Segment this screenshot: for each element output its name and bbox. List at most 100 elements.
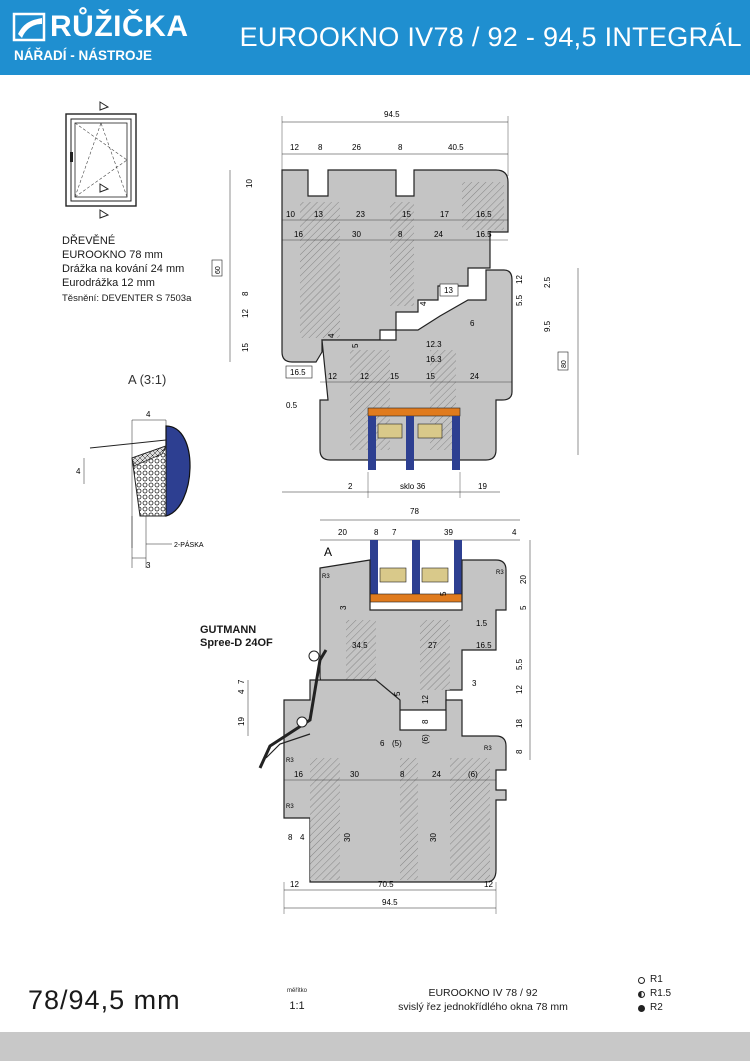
legend-label: R1 [650, 974, 663, 985]
dim: 4 [419, 301, 428, 306]
dim: 16 [294, 770, 303, 779]
dim: 10 [286, 210, 295, 219]
legend-row: R1.5 [638, 987, 671, 1001]
dim: 16.5 [476, 230, 492, 239]
dim: 12 [484, 880, 493, 889]
dim: 20 [338, 528, 347, 537]
spec-line: EUROOKNO 78 mm [62, 249, 163, 261]
dim: 70.5 [378, 880, 394, 889]
caption-line: EUROOKNO IV 78 / 92 [428, 987, 538, 999]
radius-label: R3 [322, 574, 330, 580]
bottom-section-drawing: 78 20 8 7 39 4 A 20 5 1.5 5.5 12 18 8 3 … [237, 507, 531, 914]
dim: 17 [440, 210, 449, 219]
dim: 8 [400, 770, 405, 779]
dim: 8 [374, 528, 379, 537]
dim: 19 [237, 717, 246, 726]
dim: 4 [237, 689, 246, 694]
dim: 15 [390, 372, 399, 381]
detail-a-drawing: A (3:1) 4 4 3 2-PÁSKA [76, 372, 204, 570]
gutmann-label: GUTMANN Spree-D 24OF [200, 624, 273, 650]
dim: 3 [339, 605, 348, 610]
dim: 30 [352, 230, 361, 239]
dim: 12 [241, 309, 250, 318]
dim: 8 [398, 143, 403, 152]
dim: 7 [237, 679, 246, 684]
caption-line: svislý řez jednokřídlého okna 78 mm [398, 1001, 568, 1013]
dim: (6) [468, 770, 478, 779]
spec-text: DŘEVĚNÉ EUROOKNO 78 mm Drážka na kování … [62, 234, 191, 306]
spec-line: Drážka na kování 24 mm [62, 263, 185, 275]
dim-overall: 78 [410, 507, 419, 516]
footer-bar [0, 1032, 750, 1061]
detail-dim: 4 [146, 410, 151, 419]
radius-label: R3 [286, 758, 294, 764]
circle-half-icon [638, 990, 645, 998]
dim: 2.5 [543, 276, 552, 288]
legend-row: R2 [638, 1001, 671, 1015]
dim-boxed: 80 [561, 360, 568, 368]
dim: 12 [515, 275, 524, 284]
detail-label: A (3:1) [128, 372, 166, 387]
dim: 18 [515, 719, 524, 728]
drawing-caption: EUROOKNO IV 78 / 92 svislý řez jednokříd… [383, 986, 583, 1014]
dim-overall: 94.5 [384, 110, 400, 119]
dim: 5.5 [515, 658, 524, 670]
dim: 0.5 [286, 401, 298, 410]
dim: 24 [470, 372, 479, 381]
dim: 6 [380, 739, 385, 748]
dim: 8 [241, 291, 250, 296]
legend-label: R2 [650, 1002, 663, 1013]
dim: 2 [348, 482, 353, 491]
dim-overall: 94.5 [382, 898, 398, 907]
circle-full-icon [638, 1004, 645, 1012]
dim: 8 [421, 719, 430, 724]
dim: 12 [290, 143, 299, 152]
dim: 13 [314, 210, 323, 219]
dim: 8 [398, 230, 403, 239]
dim: 16 [294, 230, 303, 239]
dim: 19 [478, 482, 487, 491]
dim: 8 [515, 749, 524, 754]
scale-block: měřítko 1:1 [287, 988, 307, 1012]
dim: 12 [328, 372, 337, 381]
logo-mark-icon [12, 12, 46, 42]
detail-tape-label: 2-PÁSKA [174, 540, 204, 549]
radius-label: R3 [286, 804, 294, 810]
dim: 30 [350, 770, 359, 779]
brand-logo: RŮŽIČKA NÁŘADÍ - NÁSTROJE [10, 8, 188, 66]
dim: 26 [352, 143, 361, 152]
dim: 16.3 [426, 355, 442, 364]
page-title: EUROOKNO IV78 / 92 - 94,5 INTEGRÁL [239, 22, 742, 52]
brand-name: RŮŽIČKA [50, 10, 189, 43]
radius-label: R3 [496, 570, 504, 576]
dim: 5 [439, 591, 448, 596]
dim: 5.5 [515, 294, 524, 306]
legend-label: R1.5 [650, 988, 672, 999]
gutmann-line: Spree-D 24OF [200, 637, 273, 649]
dim: 12 [421, 695, 430, 704]
dim: 24 [434, 230, 443, 239]
circle-empty-icon [638, 976, 645, 984]
profile-size: 78/94,5 mm [28, 985, 181, 1015]
gutmann-line: GUTMANN [200, 624, 257, 636]
dim: 3 [472, 679, 477, 688]
dim: 15 [241, 343, 250, 352]
dim-boxed: 60 [215, 266, 222, 274]
dim: (6) [421, 734, 430, 744]
dim: 39 [444, 528, 453, 537]
dim: 30 [429, 833, 438, 842]
dim: 12 [290, 880, 299, 889]
dim: 20 [519, 575, 528, 584]
window-elevation-icon [65, 101, 137, 219]
dim: 5 [351, 343, 360, 348]
dim: 15 [402, 210, 411, 219]
dim: 24 [432, 770, 441, 779]
dim: 12.3 [426, 340, 442, 349]
dim: 8 [288, 833, 293, 842]
brand-subtitle: NÁŘADÍ - NÁSTROJE [14, 48, 153, 63]
dim: 30 [343, 833, 352, 842]
dim: 40.5 [448, 143, 464, 152]
dim: 23 [356, 210, 365, 219]
dim: 4 [300, 833, 305, 842]
dim: 10 [245, 179, 254, 188]
